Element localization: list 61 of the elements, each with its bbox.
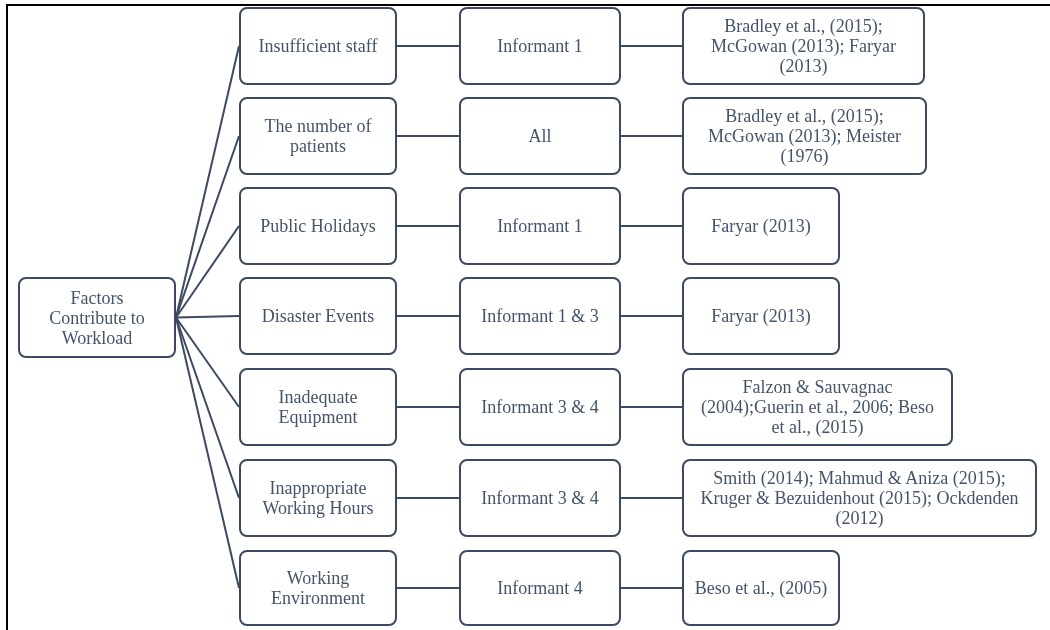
connector-line (175, 315, 240, 319)
node-label: Informant 3 & 4 (481, 397, 599, 417)
category-box (459, 550, 621, 626)
node-label: Informant 3 & 4 (481, 488, 599, 508)
category-box (239, 7, 397, 85)
category-box (459, 7, 621, 85)
node-label: Bradley et al., (2015); McGowan (2013); Faryar (2013) (710, 16, 897, 76)
connector-line (396, 587, 460, 589)
category-box (682, 187, 840, 265)
category-box (239, 187, 397, 265)
connector-line (396, 497, 460, 499)
node-label: Factors Contribute to Workload (48, 287, 146, 348)
connector-line (175, 225, 240, 319)
category-box (459, 97, 621, 175)
category-box (239, 459, 397, 537)
node-label: Informant 1 & 3 (481, 306, 599, 326)
connector-line (620, 45, 683, 47)
category-box (459, 368, 621, 446)
connector-line (620, 587, 683, 589)
node-label: Informant 4 (497, 578, 583, 598)
category-box (682, 550, 840, 626)
category-box (459, 187, 621, 265)
category-box (682, 459, 1037, 537)
root-box (18, 277, 176, 358)
node-label: All (528, 126, 552, 146)
node-label: Insufficient staff (258, 36, 378, 56)
connector-line (175, 316, 240, 408)
node-label: Informant 1 (497, 36, 583, 56)
node-label: Smith (2014); Mahmud & Aniza (2015); Kruger & Bezuidenhout (2015); Ockdenden (2012) (699, 468, 1020, 528)
node-label: Bradley et al., (2015); McGowan (2013); Meister (1976) (707, 106, 902, 166)
connector-line (396, 45, 460, 47)
node-label: Beso et al., (2005) (694, 578, 828, 598)
category-box (239, 277, 397, 355)
category-box (239, 97, 397, 175)
node-label: Faryar (2013) (711, 306, 811, 326)
connector-line (396, 315, 460, 317)
node-label: Falzon & Sauvagnac (2004);Guerin et al., 2006; Beso et al., (2015) (700, 377, 935, 437)
category-box (682, 368, 953, 446)
category-box (682, 277, 840, 355)
node-label: Working Environment (270, 568, 366, 608)
node-label: The number of patients (263, 116, 373, 156)
category-box (459, 459, 621, 537)
node-label: Faryar (2013) (711, 216, 811, 236)
node-label: Inappropriate Working Hours (261, 478, 375, 518)
node-label: Public Holidays (260, 216, 376, 236)
connector-line (620, 406, 683, 408)
category-box (239, 550, 397, 626)
node-label: Informant 1 (497, 216, 583, 236)
connector-line (396, 406, 460, 408)
connector-line (620, 315, 683, 317)
node-label: Disaster Events (261, 306, 375, 326)
category-box (682, 7, 925, 85)
category-box (239, 368, 397, 446)
category-box (682, 97, 927, 175)
connector-line (396, 135, 460, 137)
node-label: Inadequate Equipment (277, 387, 359, 427)
connector-line (396, 225, 460, 227)
connector-line (620, 225, 683, 227)
connector-line (620, 135, 683, 137)
category-box (459, 277, 621, 355)
connector-line (620, 497, 683, 499)
